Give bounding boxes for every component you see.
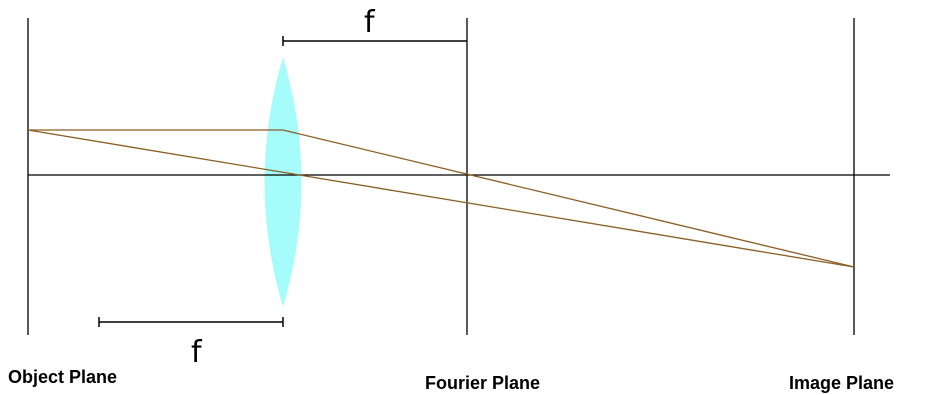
object-plane-label: Object Plane	[8, 367, 117, 387]
focal-bar-bottom	[98, 317, 284, 327]
chief-ray	[27, 129, 855, 268]
image-plane-label: Image Plane	[789, 373, 894, 393]
lens	[264, 57, 302, 307]
focal-label-top: f	[364, 5, 376, 40]
rays	[27, 129, 855, 268]
parallel-ray	[28, 129, 855, 268]
focal-bar-top	[282, 36, 467, 46]
fourier-plane-label: Fourier Plane	[425, 373, 540, 393]
focal-label-bottom: f	[191, 335, 203, 370]
